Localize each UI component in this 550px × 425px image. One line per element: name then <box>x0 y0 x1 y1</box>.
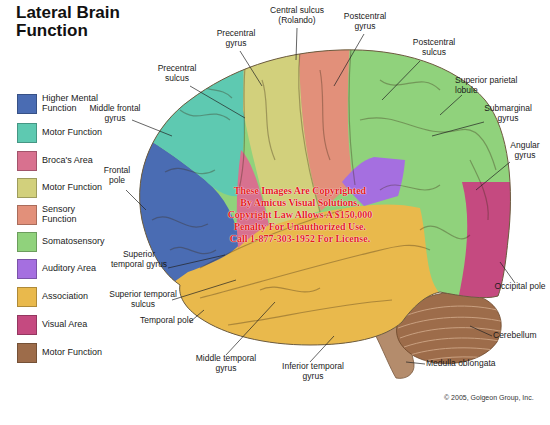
copyright-note: © 2005, Golgeon Group, Inc. <box>444 394 534 401</box>
legend-swatch <box>17 343 37 363</box>
legend-item: Broca's Area <box>17 149 104 173</box>
anatomy-label: Central sulcus (Rolando) <box>262 6 332 26</box>
anatomy-label: Postcentral sulcus <box>403 38 465 58</box>
legend-label: Motor Function <box>42 348 104 358</box>
legend-label: Sensory Function <box>42 205 104 225</box>
anatomy-label: Superior parietal lobule <box>455 76 535 96</box>
legend-swatch <box>17 287 37 307</box>
leader-line <box>126 190 146 210</box>
leader-line <box>382 61 420 100</box>
legend-item: Motor Function <box>17 121 104 145</box>
leader-line <box>296 28 297 60</box>
legend-item: Higher Mental Function <box>17 92 104 116</box>
leader-line <box>132 120 172 136</box>
legend-label: Motor Function <box>42 128 104 138</box>
watermark-text: Copyright Law Allows A $150,000 <box>190 210 410 220</box>
leader-line <box>500 262 515 283</box>
leader-line <box>310 336 334 362</box>
anatomy-label: Temporal pole <box>140 316 193 326</box>
legend-swatch <box>17 178 37 198</box>
legend-item: Motor Function <box>17 341 104 365</box>
leader-line <box>172 280 236 300</box>
leader-line <box>168 255 225 268</box>
leader-line <box>476 162 510 190</box>
premotor-region <box>120 40 246 196</box>
legend-item: Auditory Area <box>17 257 104 281</box>
anatomy-label: Medulla oblongata <box>426 359 495 369</box>
legend-swatch <box>17 315 37 335</box>
watermark-text: Call 1-877-303-1952 For License. <box>190 234 410 244</box>
anatomy-label: Inferior temporal gyrus <box>276 362 350 382</box>
legend-item: Visual Area <box>17 313 104 337</box>
anatomy-label: Frontal pole <box>98 166 136 186</box>
legend-label: Auditory Area <box>42 264 104 274</box>
legend-swatch <box>17 232 37 252</box>
legend-swatch <box>17 259 37 279</box>
leader-line <box>190 86 245 118</box>
anatomy-label: Cerebellum <box>493 331 536 341</box>
legend-item: Sensory Function <box>17 203 104 227</box>
legend-label: Somatosensory <box>42 237 104 247</box>
anatomy-label: Occipital pole <box>494 282 546 292</box>
watermark-text: Penalty For Unauthorized Use. <box>190 222 410 232</box>
legend-item: Motor Function <box>17 176 104 200</box>
leader-line <box>406 362 425 364</box>
leader-line <box>226 302 275 355</box>
anatomy-label: Postcentral gyrus <box>337 12 393 32</box>
legend-swatch <box>17 123 37 143</box>
watermark-text: By Amicus Visual Solutions. <box>190 198 410 208</box>
legend-label: Association <box>42 292 104 302</box>
legend-label: Higher Mental Function <box>42 94 104 114</box>
cerebrum-outline <box>140 50 511 345</box>
legend-label: Motor Function <box>42 183 104 193</box>
sulci-lines <box>152 48 496 325</box>
leader-line <box>440 95 462 115</box>
diagram-title: Lateral Brain Function <box>16 4 141 40</box>
legend-label: Visual Area <box>42 320 104 330</box>
anatomy-label: Precentral sulcus <box>148 64 206 84</box>
anatomy-label: Submarginal gyrus <box>480 104 536 124</box>
anatomy-label: Middle temporal gyrus <box>190 354 262 374</box>
leader-line <box>470 326 492 336</box>
cerebellum-folia <box>398 306 505 362</box>
legend-swatch <box>17 205 37 225</box>
legend-swatch <box>17 151 37 171</box>
legend-item: Association <box>17 285 104 309</box>
anatomy-label: Middle frontal gyrus <box>82 104 148 124</box>
anatomy-label: Precentral gyrus <box>208 29 264 49</box>
leader-line <box>240 51 262 86</box>
anatomy-label: Superior temporal gyrus <box>106 250 172 270</box>
legend-swatch <box>17 94 37 114</box>
anatomy-label: Superior temporal sulcus <box>104 290 182 310</box>
legend-label: Broca's Area <box>42 156 104 166</box>
anatomy-label: Angular gyrus <box>504 141 546 161</box>
leader-line <box>334 34 364 86</box>
watermark-text: These Images Are Copyrighted <box>190 186 410 196</box>
leader-line <box>432 122 484 136</box>
legend-item: Somatosensory <box>17 230 104 254</box>
